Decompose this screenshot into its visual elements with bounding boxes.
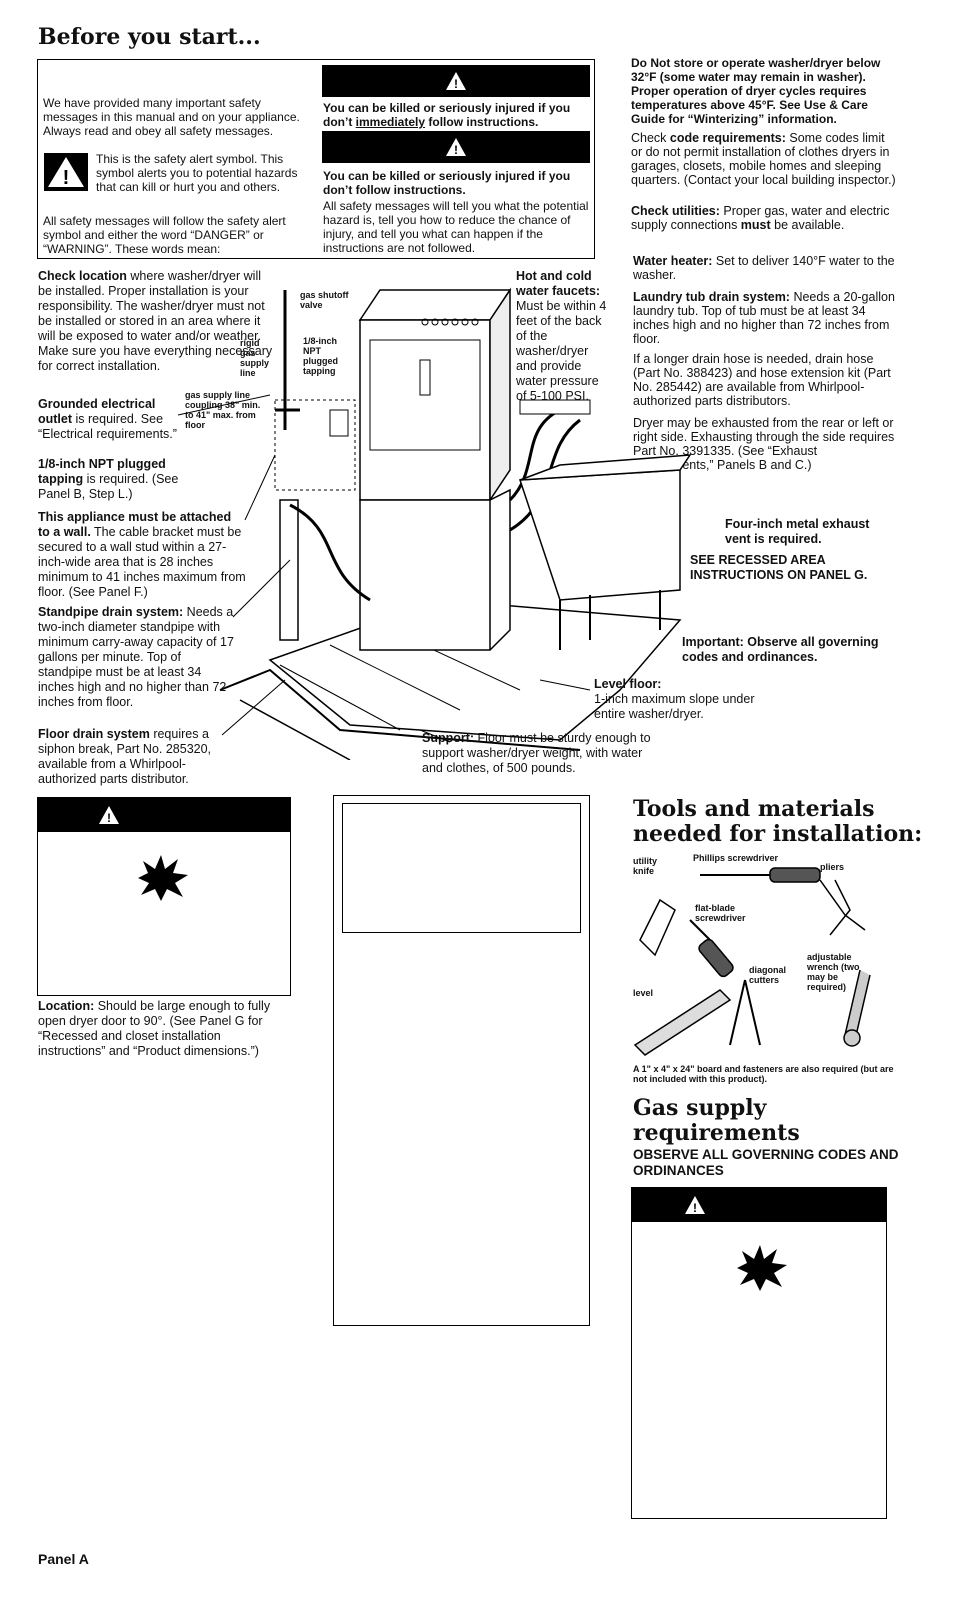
label-flat-screwdriver: flat-blade screwdriver [695,903,746,923]
svg-text:!: ! [454,77,458,91]
warning-bar: ! [322,131,590,163]
label-coupling: gas supply line coupling 38" min. to 41"… [185,390,261,430]
danger-bar: ! [322,65,590,97]
phillips-screwdriver-icon [769,867,821,883]
label-npt-tapping: 1/8-inch NPT plugged tapping [303,336,338,376]
svg-text:!: ! [454,143,458,157]
board-note: A 1" x 4" x 24" board and fasteners are … [633,1064,894,1084]
grounded-outlet: Grounded electrical outlet is required. … [38,397,177,441]
danger-text: You can be killed or seriously injured i… [323,101,571,129]
safety-intro: We have provided many important safety m… [43,96,300,138]
middle-inner-box [342,803,581,933]
laundry-tub: Laundry tub drain system: Needs a 20-gal… [633,290,895,346]
drain-hose-note: If a longer drain hose is needed, drain … [633,352,891,408]
safety-alert-icon: ! [44,153,88,191]
explosion-icon [138,855,188,901]
tell-text: All safety messages will tell you what t… [323,199,589,255]
middle-warning-box [333,795,590,1326]
exhaust-vent: Four-inch metal exhaust vent is required… [725,517,870,546]
level-floor: Level floor:1-inch maximum slope under e… [594,677,755,721]
warning-triangle-icon: ! [446,138,466,157]
label-utility-knife: utility knife [633,856,657,876]
wall-attach: This appliance must be attached to a wal… [38,510,246,599]
label-rigid-line: rigid gas supply line [240,338,270,378]
safety-symbol-text: This is the safety alert symbol. This sy… [96,152,298,194]
location-note: Location: Should be large enough to full… [38,999,271,1058]
warning-triangle-icon: ! [99,806,119,825]
important-note: Important: Observe all governing codes a… [682,635,879,664]
utility-knife-icon [639,898,676,957]
check-utilities: Check utilities: Proper gas, water and e… [631,204,890,232]
label-gas-shutoff: gas shutoff valve [300,290,349,310]
exhaust-note: Dryer may be exhausted from the rear or … [633,416,895,472]
explosion-icon [737,1245,787,1291]
svg-text:!: ! [63,167,70,189]
label-phillips: Phillips screwdriver [693,853,779,863]
tools-heading: Tools and materials needed for installat… [633,796,923,847]
label-level: level [633,988,654,998]
pliers-icon [819,879,866,936]
svg-text:!: ! [693,1201,697,1215]
water-faucets: Hot and cold water faucets: Must be with… [516,269,607,403]
label-wrench: adjustable wrench (two may be required) [807,952,860,992]
diagonal-cutters-icon [729,979,761,1046]
warning-triangle-icon: ! [685,1196,705,1215]
code-requirements: Check code requirements: Some codes limi… [631,131,896,187]
flat-screwdriver-icon [698,938,734,978]
standpipe-drain: Standpipe drain system: Needs a two-inch… [38,605,234,709]
label-pliers: pliers [820,862,845,872]
warning-text: You can be killed or seriously injured i… [323,169,571,197]
washer-dryer-illustration [219,287,692,760]
recessed-note: SEE RECESSED AREA INSTRUCTIONS ON PANEL … [690,553,868,582]
panel-label: Panel A [38,1551,89,1567]
adjustable-wrench-icon [844,969,871,1042]
level-icon [633,989,732,1056]
water-heater: Water heater: Set to deliver 140°F water… [633,254,895,282]
danger-box-gas: ! [631,1187,887,1519]
floor-drain: Floor drain system requires a siphon bre… [38,727,212,786]
safety-words-text: All safety messages will follow the safe… [43,214,286,256]
page-title: Before you start... [38,24,261,50]
freeze-warning: Do Not store or operate washer/dryer bel… [631,56,881,126]
danger-box-left: ! [37,797,291,996]
warning-triangle-icon: ! [446,72,466,91]
safety-box: We have provided many important safety m… [37,59,595,259]
npt-tapping: 1/8-inch NPT plugged tapping is required… [38,457,179,501]
support-note: Support: Floor must be sturdy enough to … [422,731,651,775]
svg-text:!: ! [107,811,111,825]
label-cutters: diagonal cutters [749,965,787,985]
gas-subheading: OBSERVE ALL GOVERNING CODES AND ORDINANC… [633,1147,899,1178]
gas-heading: Gas supply requirements [633,1095,800,1146]
tools-illustration [633,867,871,1056]
check-location: Check location where washer/dryer will b… [38,269,273,373]
